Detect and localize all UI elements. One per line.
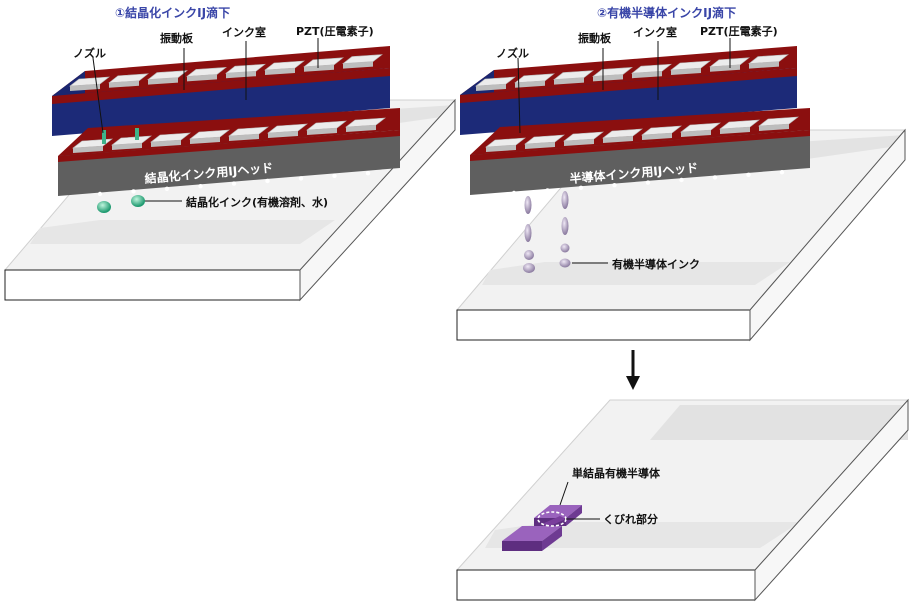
nozzle-dots-1 xyxy=(97,171,371,197)
nozzle-dot xyxy=(332,173,337,178)
constriction-label: くびれ部分 xyxy=(603,512,658,526)
pzt-label: PZT(圧電素子) xyxy=(700,24,778,38)
piezo-block-face xyxy=(268,131,298,138)
nozzle-label: ノズル xyxy=(73,46,106,60)
panel-1-title: ①結晶化インクIJ滴下 xyxy=(115,5,230,20)
piezo-block-face xyxy=(190,137,220,144)
piezo-block-face xyxy=(554,77,584,85)
front-piezo-row-1 xyxy=(72,117,386,153)
front-piezo-row-2 xyxy=(485,116,799,152)
panel-2: ②有機半導体インクIJ滴下 ノズル 振動板 インク室 PZT(圧電素子) 半導体… xyxy=(455,5,907,342)
ink-chamber-label: インク室 xyxy=(222,25,266,39)
back-piezo-row-1 xyxy=(69,54,383,91)
piezo-block-face xyxy=(525,142,555,149)
nozzle-dot xyxy=(298,176,304,181)
piezo-block-face xyxy=(151,140,181,147)
nozzle-stub xyxy=(102,130,106,144)
nozzle-dot xyxy=(131,189,136,194)
piezo-block-face xyxy=(720,127,750,134)
piezo-block-face xyxy=(593,74,623,82)
piezo-block-face xyxy=(346,125,376,132)
nozzle-dot xyxy=(779,170,785,175)
piezo-block xyxy=(186,67,227,77)
crystal-label: 単結晶有機半導体 xyxy=(572,466,661,480)
nozzle-dot xyxy=(365,171,371,176)
ink-chamber-label: インク室 xyxy=(633,25,677,39)
piezo-block-face xyxy=(307,128,337,135)
nozzle-label: ノズル xyxy=(496,46,529,60)
panel-1: ①結晶化インクIJ滴下 ノズル 振動板 インク室 PZT(圧電素子) 結晶化イン… xyxy=(3,5,457,302)
nozzle-dot xyxy=(712,175,718,180)
piezo-block-face xyxy=(486,145,516,152)
piezo-block-face xyxy=(226,71,256,79)
piezo-block xyxy=(631,63,672,74)
substrate-3 xyxy=(455,398,910,602)
nozzle-dot xyxy=(746,172,751,177)
piezo-block-face xyxy=(229,134,259,141)
nozzle-dot xyxy=(645,180,651,185)
pzt-label: PZT(圧電素子) xyxy=(296,24,374,38)
piezo-block-face xyxy=(515,80,545,88)
nozzle-dot xyxy=(97,191,103,197)
piezo-block-face xyxy=(642,133,672,140)
piezo-block xyxy=(345,117,386,128)
piezo-block-face xyxy=(112,143,142,150)
piezo-block-face xyxy=(632,71,662,79)
semiconductor-ink-stream-left xyxy=(523,196,535,273)
piezo-block xyxy=(264,60,305,71)
piezo-block-face xyxy=(603,136,633,143)
front-ij-head-1 xyxy=(58,108,400,196)
piezo-block-face xyxy=(671,68,701,75)
piezo-block xyxy=(514,73,555,84)
nozzle-dot xyxy=(612,183,617,188)
piezo-block-face xyxy=(73,146,103,153)
piezo-block xyxy=(719,119,760,130)
panel-3: 単結晶有機半導体 くびれ部分 xyxy=(455,398,910,602)
nozzle-dot xyxy=(578,185,584,190)
piezo-block-face xyxy=(148,77,178,85)
piezo-block xyxy=(553,70,594,80)
piezo-block xyxy=(108,73,149,84)
nozzle-dot xyxy=(679,177,684,183)
semiconductor-ink-stream-right xyxy=(559,191,571,268)
piezo-block xyxy=(758,116,799,127)
down-arrow-icon xyxy=(626,350,640,390)
back-piezo-row-2 xyxy=(475,54,789,91)
nozzle-dot xyxy=(545,188,550,193)
piezo-block-face xyxy=(759,124,789,131)
ink-label: 有機半導体インク xyxy=(612,257,700,271)
single-crystal-semiconductor xyxy=(502,505,582,551)
piezo-block-face xyxy=(109,80,139,88)
nozzle-stub xyxy=(135,128,139,140)
nozzle-dot xyxy=(265,178,270,184)
piezo-block-face xyxy=(304,64,334,72)
crystal-ink-droplet xyxy=(97,201,111,213)
piezo-block-face xyxy=(265,68,295,75)
piezo-block-face xyxy=(749,61,779,69)
piezo-block-face xyxy=(70,84,100,91)
piezo-block xyxy=(475,76,516,87)
ink-label: 結晶化インク(有機溶剤、水) xyxy=(186,195,328,209)
piezo-block-face xyxy=(564,139,594,146)
panel-2-title: ②有機半導体インクIJ滴下 xyxy=(597,5,736,20)
piezo-block xyxy=(69,76,110,87)
nozzle-dot xyxy=(231,181,237,186)
diaphragm-label: 振動板 xyxy=(578,31,612,45)
piezo-block-face xyxy=(710,64,740,72)
piezo-block-face xyxy=(681,130,711,137)
nozzle-dot xyxy=(511,190,517,196)
piezo-block xyxy=(303,57,344,68)
nozzle-dot xyxy=(198,184,203,189)
piezo-block-face xyxy=(476,84,506,91)
piezo-block-face xyxy=(187,74,217,82)
nozzle-dot xyxy=(164,186,170,191)
piezo-block xyxy=(670,60,711,71)
diaphragm-label: 振動板 xyxy=(160,31,194,45)
piezo-block-face xyxy=(343,61,373,69)
piezo-block xyxy=(147,70,188,80)
nozzle-dots-2 xyxy=(511,170,785,196)
crystal-ink-droplet xyxy=(131,195,145,207)
